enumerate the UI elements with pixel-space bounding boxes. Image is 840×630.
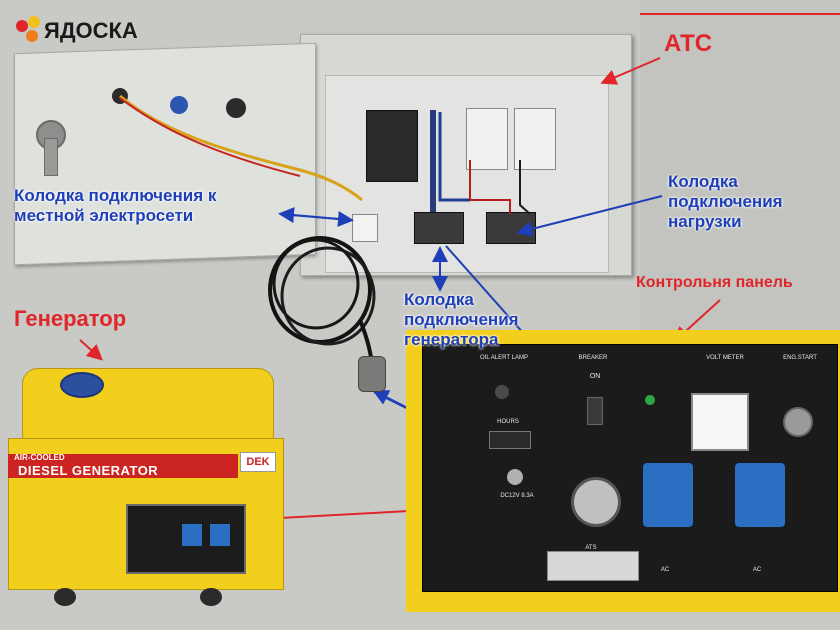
wall-background [640, 0, 840, 340]
oil-alert-label: OIL ALERT LAMP [480, 355, 528, 361]
door-wire-red [119, 97, 301, 177]
door-lock-handle [44, 138, 58, 176]
diesel-generator: AIR-COOLED DIESEL GENERATOR DEK [4, 366, 300, 606]
spec-plate [547, 551, 639, 581]
generator-block-label: Колодка подключения генератора [404, 290, 519, 349]
watermark-logo: ЯДОСКА [14, 14, 174, 48]
ac-right-label: AC [752, 567, 762, 573]
cabinet-wires-blue [438, 112, 470, 202]
model-text: DIESEL GENERATOR [18, 463, 159, 478]
wheel-left [54, 588, 76, 606]
load-block-label: Колодка подключения нагрузки [668, 172, 783, 231]
coiled-cable-2 [280, 246, 376, 346]
ac-left-label: AC [660, 567, 670, 573]
controller-module [366, 110, 418, 182]
door-indicator-lamp-3 [226, 98, 246, 118]
generator-plug [358, 356, 386, 392]
key-switch[interactable] [783, 407, 813, 437]
volt-meter-label: VOLT METER [706, 355, 744, 361]
control-panel: OIL ALERT LAMP BREAKER ON VOLT METER ENG… [422, 344, 838, 592]
control-panel-frame: OIL ALERT LAMP BREAKER ON VOLT METER ENG… [406, 330, 840, 612]
coiled-cable-3 [272, 238, 360, 330]
contactor-left [466, 108, 508, 170]
mini-socket-1 [182, 524, 202, 546]
logo-dot-orange [26, 30, 38, 42]
volt-meter [691, 393, 749, 451]
ac-socket-left[interactable] [643, 463, 693, 527]
door-wire-bundle [119, 94, 363, 202]
hours-label: HOURS [497, 419, 519, 425]
generator-label: Генератор [14, 306, 127, 331]
contactor-right [514, 108, 556, 170]
power-indicator-lamp [645, 395, 655, 405]
watermark-text: ЯДОСКА [44, 18, 138, 43]
arrow-load-block [516, 195, 663, 237]
din-rail [430, 110, 436, 220]
model-stripe [8, 454, 238, 478]
logo-dot-red [16, 20, 28, 32]
logo-dot-yellow [28, 16, 40, 28]
breaker-on-label: ON [589, 373, 601, 380]
breaker-label: BREAKER [578, 355, 608, 361]
wheel-right [200, 588, 222, 606]
eng-start-label: ENG.START [783, 355, 817, 361]
ac-socket-right[interactable] [735, 463, 785, 527]
mini-socket-2 [210, 524, 230, 546]
door-indicator-lamp-2 [170, 96, 188, 114]
ats-socket[interactable] [571, 477, 621, 527]
arrow-ats-label [600, 57, 661, 85]
cabinet-wires-red [469, 160, 511, 214]
breaker-switch[interactable] [587, 397, 603, 425]
terminal-block-generator [414, 212, 464, 244]
generator-top [22, 368, 274, 440]
hour-counter [489, 431, 531, 449]
dc-terminal [507, 469, 523, 485]
arrow-local-grid-back [278, 207, 351, 224]
local-grid-block-label: Колодка подключения к местной электросет… [14, 186, 217, 225]
dc-label: DC12V 8.3A [500, 493, 534, 499]
air-cooled-badge: AIR-COOLED [14, 453, 65, 462]
control-panel-label: Контрольня панель [636, 274, 793, 291]
terminal-block-grid [352, 214, 378, 242]
fuel-cap [60, 372, 104, 398]
oil-alert-lamp [495, 385, 509, 399]
cabinet-wires-black [519, 160, 531, 215]
ats-socket-label: ATS [585, 545, 597, 551]
ats-label: АТС [664, 30, 713, 57]
arrow-generator-label [79, 339, 103, 361]
brand-badge: DEK [240, 452, 276, 472]
